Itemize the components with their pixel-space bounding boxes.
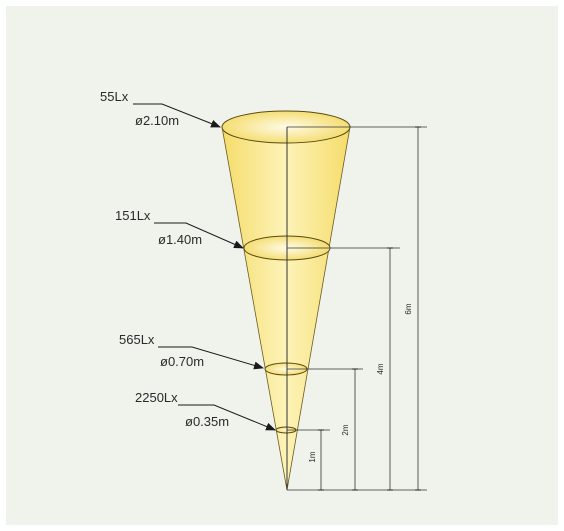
callout-leader-565lx: [158, 346, 264, 370]
diameter-label-035: ø0.35m: [185, 414, 229, 429]
lux-label-2250: 2250Lx: [135, 390, 178, 405]
diameter-label-070: ø0.70m: [160, 354, 204, 369]
diameter-label-210: ø2.10m: [135, 113, 179, 128]
diameter-label-140: ø1.40m: [158, 232, 202, 247]
lux-label-55: 55Lx: [100, 89, 129, 104]
distance-label-2m: 2m: [341, 424, 350, 435]
callout-leader-2250lx: [178, 404, 276, 431]
distance-label-1m: 1m: [308, 451, 317, 462]
light-cone: [221, 126, 351, 491]
lux-label-151: 151Lx: [115, 208, 151, 223]
callout-leader-55lx: [133, 103, 221, 128]
callout-leader-151lx: [154, 222, 244, 249]
distance-label-6m: 6m: [404, 303, 413, 314]
lux-label-565: 565Lx: [119, 332, 155, 347]
distance-label-4m: 4m: [376, 363, 385, 374]
